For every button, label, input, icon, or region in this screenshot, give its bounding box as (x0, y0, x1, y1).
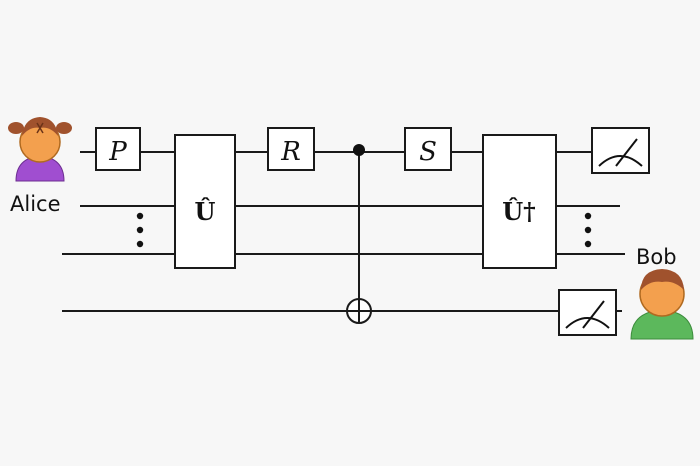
gate-s-label: S (419, 137, 437, 167)
alice-avatar (8, 117, 72, 182)
bob-label: Bob (636, 245, 677, 269)
gate-u-dagger: Û† (482, 134, 557, 269)
ellipsis-dots-left (136, 212, 144, 248)
measurement-meter-icon (558, 289, 617, 336)
alice-label: Alice (10, 192, 61, 216)
gate-r-label: R (280, 137, 301, 167)
gate-u: Û (174, 134, 236, 269)
gate-u-dagger-label: Û† (502, 197, 535, 226)
gate-p: P (95, 127, 141, 171)
measurement-meter-icon (591, 127, 650, 174)
cnot-control-dot (353, 144, 365, 156)
cnot-gate (346, 144, 372, 324)
gate-r: R (267, 127, 315, 171)
gate-s: S (404, 127, 452, 171)
gate-u-label: Û (195, 197, 216, 226)
bob-avatar (630, 269, 694, 340)
gate-p-label: P (108, 137, 127, 167)
ellipsis-dots-right (584, 212, 592, 248)
